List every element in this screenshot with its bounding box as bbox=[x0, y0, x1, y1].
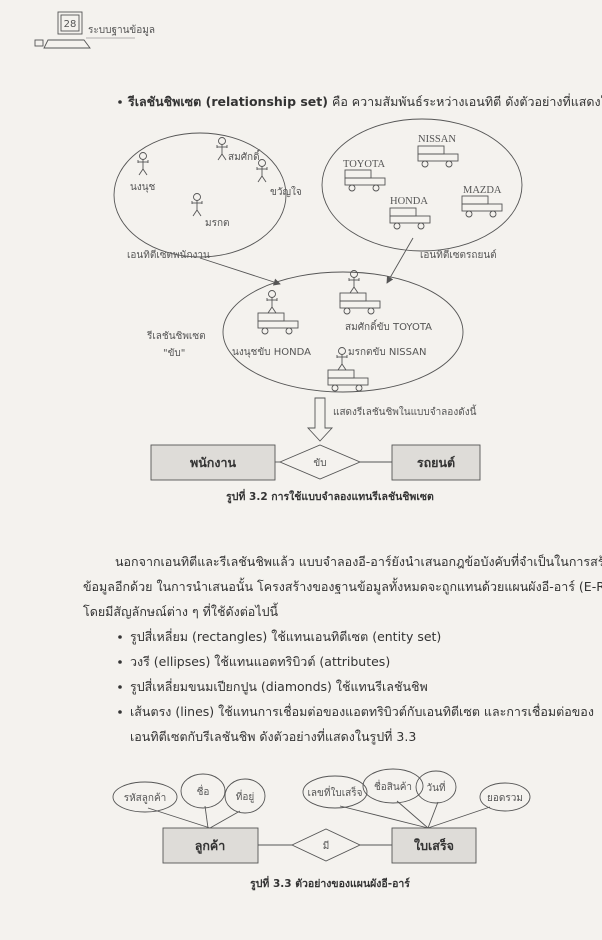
employee-label: นงนุช bbox=[130, 182, 156, 193]
car-icon bbox=[344, 169, 386, 192]
entity-car bbox=[391, 444, 481, 481]
arrow-icon bbox=[386, 237, 414, 284]
paragraph-line: นอกจากเอนทิตีและรีเลชันชิพแล้ว แบบจำลองอ… bbox=[115, 553, 602, 569]
figure-3-3: รหัสลูกค้า ชื่อ ที่อยู่ เลขที่ใบเสร็จ ชื… bbox=[112, 768, 531, 891]
person-icon bbox=[336, 347, 348, 371]
attribute-label: ที่อยู่ bbox=[236, 789, 254, 803]
book-title: ระบบฐานข้อมูล bbox=[88, 24, 155, 36]
list-item-continuation: เอนทิตีเซตกับรีเลชันชิพ ดังตัวอย่างที่แส… bbox=[130, 728, 416, 745]
car-icon bbox=[257, 312, 299, 335]
page-header: 28 ระบบฐานข้อมูล bbox=[34, 11, 155, 49]
symbol-list: รูปสี่เหลี่ยม (rectangles) ใช้แทนเอนทิตี… bbox=[118, 628, 594, 745]
entity-employee bbox=[150, 444, 276, 481]
attribute-ellipse bbox=[224, 778, 266, 814]
car-label: HONDA bbox=[390, 196, 428, 207]
car-icon bbox=[327, 369, 369, 392]
intro-bullet: รีเลชันชิพเซต (relationship set) คือ ควา… bbox=[127, 93, 602, 110]
figure-caption: รูปที่ 3.2 การใช้แบบจำลองแทนรีเลชันชิพเซ… bbox=[226, 488, 434, 504]
attribute-label: วันที่ bbox=[426, 780, 445, 794]
car-label: MAZDA bbox=[463, 185, 502, 196]
list-item: รูปสี่เหลี่ยมขนมเปียกปูน (diamonds) ใช้แ… bbox=[130, 678, 428, 695]
entity-label: ลูกค้า bbox=[195, 838, 226, 854]
entity-customer bbox=[162, 827, 259, 864]
pair-label: นงนุชขับ HONDA bbox=[232, 347, 311, 358]
relationship-label: มี bbox=[323, 840, 330, 852]
employee-label: สมศักดิ์ bbox=[228, 149, 261, 163]
person-icon bbox=[266, 290, 278, 314]
employee-set-ellipse bbox=[113, 132, 287, 258]
entity-label: พนักงาน bbox=[190, 455, 236, 470]
attribute-ellipse bbox=[112, 781, 178, 813]
paragraph-line: ข้อมูลอีกด้วย ในการนำเสนอนั้น โครงสร้างข… bbox=[83, 577, 602, 595]
car-label: TOYOTA bbox=[343, 159, 386, 170]
employee-set-label: เอนทิตีเซตพนักงาน bbox=[127, 249, 210, 261]
entity-label: รถยนต์ bbox=[417, 455, 455, 470]
car-icon bbox=[461, 195, 503, 218]
relationship-set-ellipse bbox=[222, 271, 464, 393]
person-icon bbox=[191, 193, 203, 217]
employee-label: มรกต bbox=[205, 218, 230, 229]
car-icon bbox=[389, 207, 431, 230]
paragraph-line: โดยมีสัญลักษณ์ต่าง ๆ ที่ใช้ดังต่อไปนี้ bbox=[83, 602, 279, 619]
attribute-label: ยอดรวม bbox=[487, 793, 523, 804]
car-set-ellipse bbox=[321, 118, 523, 252]
car-icon bbox=[339, 292, 381, 315]
person-icon bbox=[137, 152, 149, 176]
arrow-icon bbox=[199, 257, 281, 286]
relationship-diamond bbox=[290, 828, 362, 862]
figure-caption: รูปที่ 3.3 ตัวอย่างของแผนผังอี-อาร์ bbox=[250, 875, 410, 891]
list-item: รูปสี่เหลี่ยม (rectangles) ใช้แทนเอนทิตี… bbox=[130, 628, 441, 645]
employee-label: ขวัญใจ bbox=[270, 186, 302, 198]
page-number: 28 bbox=[64, 19, 77, 30]
car-icon bbox=[417, 145, 459, 168]
attribute-ellipse bbox=[180, 773, 226, 809]
relationship-label: ขับ bbox=[313, 458, 326, 469]
attribute-ellipse bbox=[302, 775, 368, 809]
relationship-set-label: รีเลชันชิพเซต bbox=[146, 330, 205, 342]
relationship-name: "ขับ" bbox=[163, 348, 185, 359]
body-paragraph: นอกจากเอนทิตีและรีเลชันชิพแล้ว แบบจำลองอ… bbox=[83, 553, 602, 619]
list-item: เส้นตรง (lines) ใช้แทนการเชื่อมต่อของแอต… bbox=[130, 703, 594, 719]
down-arrow-icon bbox=[306, 397, 334, 442]
figure-3-2: นงนุช สมศักดิ์ ขวัญใจ มรกต TOYOTA NISSAN… bbox=[113, 118, 523, 504]
pair-label: มรกตขับ NISSAN bbox=[348, 347, 427, 358]
arrow-note: แสดงรีเลชันชิพในแบบจำลองดังนี้ bbox=[333, 404, 477, 418]
car-set-label: เอนทิตีเซตรถยนต์ bbox=[420, 249, 497, 261]
attribute-ellipse bbox=[362, 768, 424, 804]
attribute-label: รหัสลูกค้า bbox=[124, 792, 167, 804]
attribute-label: ชื่อสินค้า bbox=[374, 779, 412, 793]
attribute-ellipse bbox=[479, 782, 531, 812]
entity-label: ใบเสร็จ bbox=[414, 838, 454, 853]
car-label: NISSAN bbox=[418, 134, 456, 145]
relationship-diamond bbox=[278, 444, 362, 480]
attribute-label: เลขที่ใบเสร็จ bbox=[308, 785, 363, 799]
entity-receipt bbox=[391, 827, 477, 864]
computer-icon bbox=[34, 11, 91, 49]
attribute-ellipse bbox=[415, 770, 457, 804]
person-icon bbox=[348, 270, 360, 294]
pair-label: สมศักดิ์ขับ TOYOTA bbox=[345, 319, 432, 333]
person-icon bbox=[216, 137, 228, 161]
attribute-label: ชื่อ bbox=[197, 784, 210, 798]
list-item: วงรี (ellipses) ใช้แทนแอตทริบิวต์ (attri… bbox=[130, 654, 390, 669]
